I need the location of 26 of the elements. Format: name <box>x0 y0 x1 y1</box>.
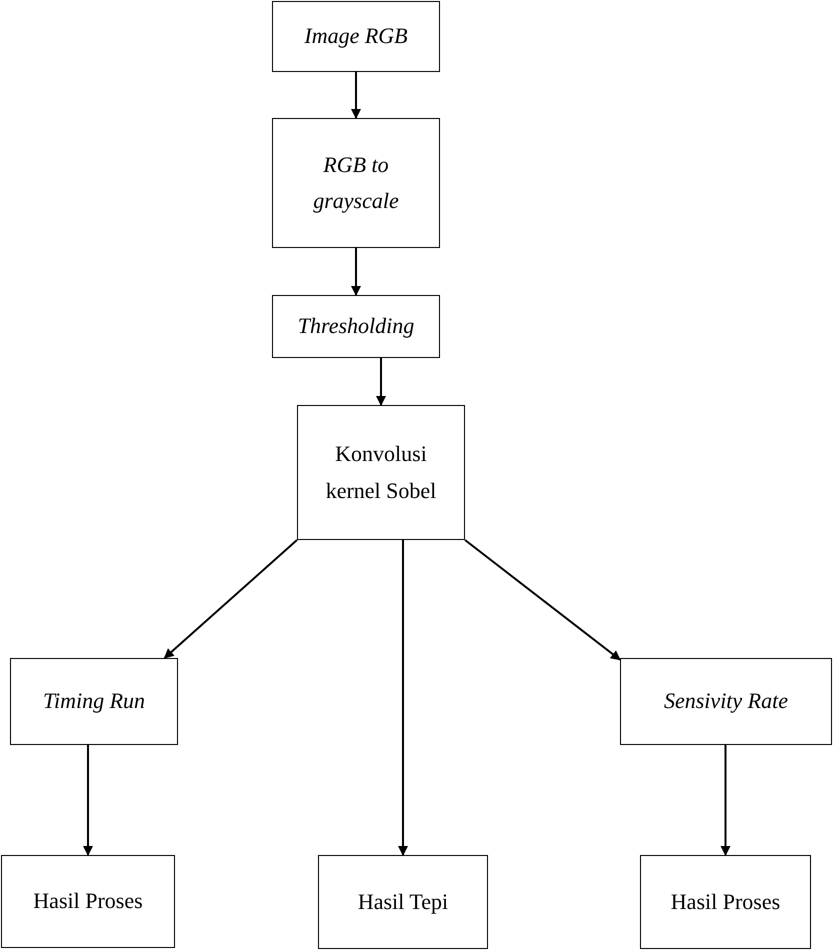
box-label: Thresholding <box>298 312 414 340</box>
arrow <box>398 540 408 856</box>
arrow <box>464 539 621 661</box>
process-box <box>640 855 811 949</box>
box-label: Timing Run <box>42 687 146 716</box>
box-label: Hasil Proses <box>33 887 143 916</box>
arrow <box>164 539 298 659</box>
box-label: Image RGB <box>304 22 408 50</box>
box-label: Konvolusi kernel Sobel <box>324 440 438 504</box>
process-box <box>272 295 440 358</box>
process-box <box>272 1 440 72</box>
process-box <box>620 658 832 745</box>
box-label: Sensivity Rate <box>664 687 788 716</box>
process-box <box>297 405 465 540</box>
process-box <box>10 658 178 745</box>
arrow <box>351 248 361 296</box>
arrow <box>83 745 93 856</box>
process-box <box>318 855 488 949</box>
box-label: Hasil Tepi <box>358 888 448 916</box>
arrow <box>376 358 386 406</box>
process-box <box>1 855 175 948</box>
arrow <box>720 745 730 856</box>
process-box <box>272 118 440 248</box>
box-label: Hasil Proses <box>670 888 780 916</box>
arrow <box>351 72 361 119</box>
box-label: RGB to grayscale <box>312 150 400 215</box>
